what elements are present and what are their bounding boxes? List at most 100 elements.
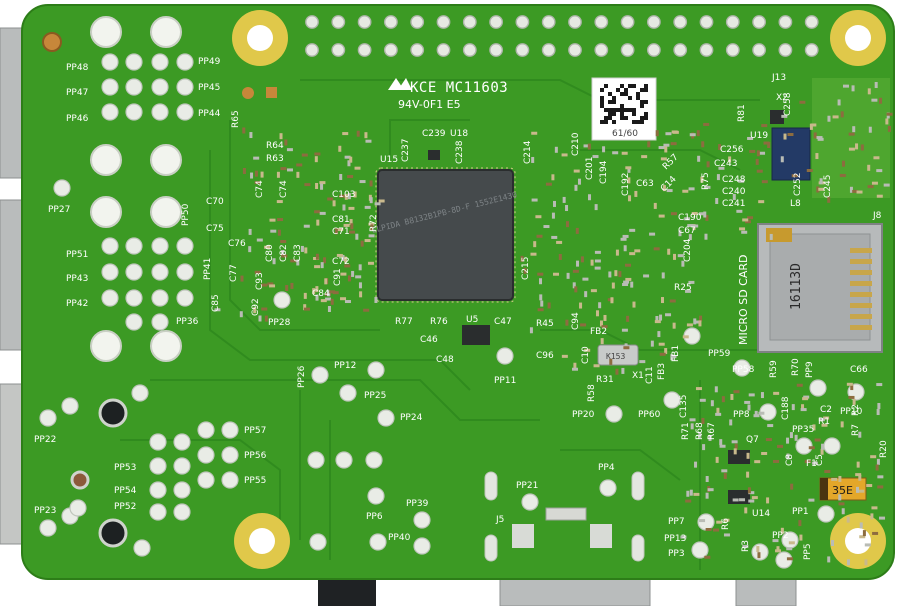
smd-part: [715, 197, 719, 204]
label-q7: Q7: [746, 435, 759, 445]
smd-part: [650, 340, 654, 347]
smd-part: [535, 215, 542, 219]
smd-part: [796, 383, 803, 387]
smd-part: [763, 141, 770, 145]
label-r77: R77: [395, 317, 413, 327]
smd-part: [885, 118, 889, 125]
smd-part: [780, 156, 784, 163]
smd-part: [374, 202, 381, 206]
smd-part: [827, 196, 831, 203]
smd-part: [339, 173, 343, 180]
smd-part: [301, 153, 308, 157]
qr-module: [644, 84, 648, 88]
qr-module: [640, 104, 644, 108]
smd-part: [286, 168, 293, 172]
smd-part: [767, 424, 774, 428]
label-c47: C47: [494, 317, 512, 327]
smd-part: [254, 170, 258, 177]
smd-part: [858, 431, 862, 438]
label-r25: R25: [674, 283, 692, 293]
label-pp21: PP21: [516, 481, 538, 491]
qr-module: [620, 112, 624, 116]
qr-module: [624, 108, 628, 112]
smd-part: [594, 204, 598, 211]
smd-part: [545, 182, 552, 186]
gpio-pin: [804, 15, 819, 29]
smd-part: [281, 254, 288, 258]
smd-part: [856, 486, 860, 493]
test-point: [125, 78, 143, 96]
gpio-pin: [331, 43, 346, 57]
smd-part: [719, 439, 723, 446]
label-pp44: PP44: [198, 109, 221, 119]
qr-module: [620, 84, 624, 88]
reset-pad-bottom: [98, 518, 128, 548]
smd-part: [705, 214, 709, 221]
smd-part: [773, 391, 780, 395]
label-c73: C74: [279, 180, 289, 198]
gpio-pin: [647, 43, 661, 57]
smd-part: [838, 502, 845, 506]
smd-part: [660, 157, 667, 161]
label-pp51: PP51: [66, 250, 88, 260]
smd-part: [344, 264, 351, 268]
smd-part: [582, 277, 589, 281]
smd-part: [359, 291, 363, 298]
smd-part: [790, 483, 794, 490]
smd-part: [561, 354, 568, 358]
label-c93: C93: [255, 272, 265, 290]
label-r75: R75: [701, 172, 711, 190]
smd-part: [702, 444, 706, 451]
usb-power-connector-bottom: [735, 575, 797, 606]
test-point: [521, 493, 539, 511]
label-c82: C82: [279, 244, 289, 262]
smd-part: [698, 320, 702, 327]
label-pp23: PP23: [34, 506, 56, 516]
smd-part: [848, 132, 855, 136]
smd-part: [694, 461, 698, 468]
smd-part: [370, 224, 374, 231]
smd-part: [655, 130, 659, 137]
smd-part: [580, 323, 587, 327]
smd-part: [632, 301, 636, 308]
smd-part: [748, 499, 755, 503]
smd-part: [355, 233, 359, 240]
smd-part: [584, 348, 591, 352]
smd-part: [341, 254, 345, 261]
smd-part: [304, 247, 308, 254]
sd-contact-pin: [850, 270, 872, 275]
smd-part: [368, 234, 375, 238]
copper-pad: [242, 87, 254, 99]
qr-module: [632, 120, 636, 124]
smd-part: [862, 530, 866, 537]
connector-pad: [150, 16, 182, 48]
smd-part: [692, 224, 699, 228]
smd-part: [677, 254, 684, 258]
qr-module: [644, 100, 648, 104]
smd-part: [876, 409, 880, 416]
sd-contact-pin: [850, 314, 872, 319]
smd-part: [574, 286, 578, 293]
sd-card-silkscreen: MICRO SD CARD: [737, 255, 750, 345]
label-pp28: PP28: [268, 318, 291, 328]
smd-part: [588, 194, 592, 201]
smd-part: [742, 218, 749, 222]
qr-module: [608, 116, 612, 120]
qr-module: [616, 108, 620, 112]
gpio-pin: [594, 43, 609, 57]
smd-part: [772, 539, 779, 543]
power-chip-u5: [462, 325, 490, 345]
chip-u14: [728, 490, 750, 504]
smd-part: [877, 485, 884, 489]
label-fb3: FB3: [657, 363, 667, 380]
slot-pad-3: [631, 471, 645, 501]
label-c192: C192: [621, 173, 631, 196]
sd-contact-pin: [850, 259, 872, 264]
smd-part: [824, 470, 831, 474]
smd-part: [630, 281, 634, 288]
pad-j5-left: [512, 524, 534, 548]
smd-part: [661, 272, 665, 279]
smd-part: [839, 173, 846, 177]
smd-part: [876, 169, 883, 173]
smd-part: [665, 313, 672, 317]
